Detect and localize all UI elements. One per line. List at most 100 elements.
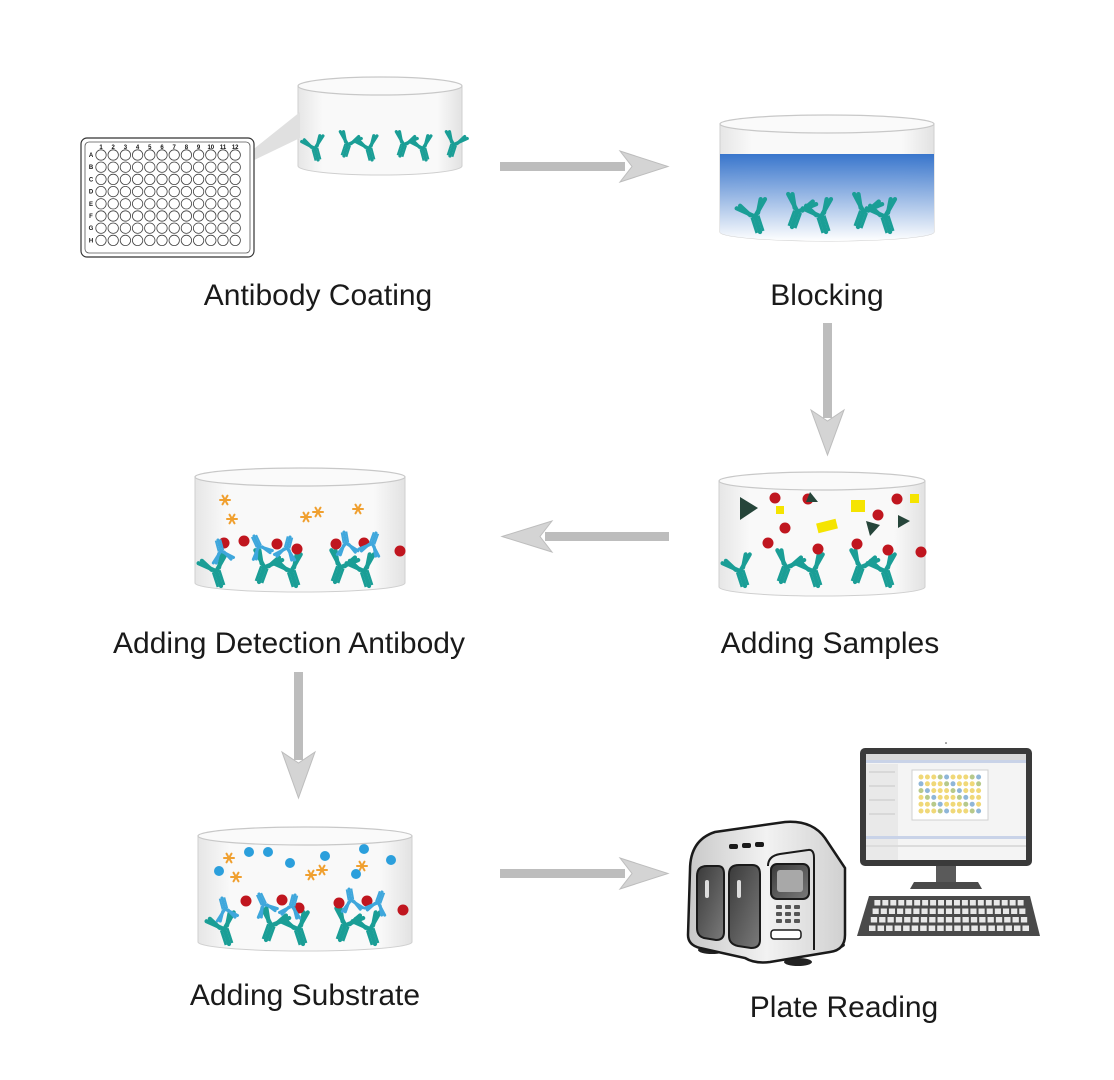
- keyboard-key: [1011, 908, 1018, 914]
- monitor-well: [963, 794, 969, 800]
- enzyme-label: [305, 869, 317, 881]
- well-blocking: [719, 114, 935, 242]
- monitor-well: [918, 808, 924, 814]
- keyboard-key: [1013, 925, 1021, 931]
- microplate-well: [144, 210, 156, 222]
- microplate-well: [95, 198, 107, 210]
- microplate-row-label: F: [89, 214, 93, 220]
- microplate-well: [217, 186, 229, 198]
- antibody-icon: [720, 552, 752, 589]
- keyboard-key: [945, 917, 953, 923]
- microplate-well: [229, 186, 241, 198]
- keyboard-key: [938, 900, 945, 906]
- microplate-well: [132, 173, 144, 185]
- monitor-well: [976, 808, 982, 814]
- monitor-well: [931, 781, 937, 787]
- substrate: [244, 847, 254, 857]
- keyboard-key: [887, 917, 894, 923]
- keyboard-key: [930, 900, 937, 906]
- microplate-well: [217, 173, 229, 185]
- monitor-well: [924, 781, 930, 787]
- keyboard-icon: [857, 896, 1040, 936]
- keyboard-key: [993, 900, 1000, 906]
- antigen: [240, 895, 252, 907]
- arrow-icon: [500, 857, 670, 890]
- keyboard-key: [877, 925, 885, 931]
- keyboard-key: [937, 908, 944, 914]
- microplate-row-label: A: [89, 153, 94, 159]
- well-adding-samples: [718, 471, 927, 597]
- microplate-well: [132, 161, 144, 173]
- microplate-well: [144, 198, 156, 210]
- microplate-well: [217, 161, 229, 173]
- monitor-well: [963, 788, 969, 794]
- substrate: [320, 851, 330, 861]
- keyboard-key: [986, 908, 993, 914]
- keyboard-key: [1012, 917, 1019, 923]
- microplate-well: [107, 149, 119, 161]
- antigen: [872, 509, 884, 521]
- substrate: [386, 855, 396, 865]
- microplate-column-label: 6: [160, 145, 164, 151]
- keyboard-key: [1004, 917, 1011, 923]
- substrate: [351, 869, 361, 879]
- antigen: [238, 535, 250, 547]
- antibody-icon: [300, 134, 325, 162]
- keyboard-key: [929, 917, 936, 923]
- keyboard-key: [922, 900, 929, 906]
- antibody-icon: [196, 552, 228, 589]
- antibody-icon: [793, 552, 825, 589]
- keyboard-key: [905, 908, 912, 914]
- microplate-column-label: 9: [197, 145, 201, 151]
- keyboard-key: [1009, 900, 1016, 906]
- monitor-well: [950, 781, 956, 787]
- step-label-adding-samples: Adding Samples: [720, 627, 940, 660]
- microplate-well: [144, 149, 156, 161]
- microplate-well: [205, 161, 217, 173]
- monitor-well: [976, 794, 982, 800]
- arrow-icon: [500, 520, 669, 553]
- monitor-well: [950, 794, 956, 800]
- microplate-column-label: 7: [173, 145, 177, 151]
- antibody-icon: [786, 191, 819, 230]
- monitor-well: [931, 788, 937, 794]
- microplate-well: [132, 186, 144, 198]
- detection-antibody: [363, 890, 387, 917]
- keyboard-key: [1022, 925, 1029, 931]
- monitor-well: [937, 774, 943, 780]
- monitor-well: [950, 774, 956, 780]
- monitor-well: [944, 801, 950, 807]
- keyboard-key: [961, 900, 968, 906]
- keyboard-key: [1017, 900, 1024, 906]
- monitor-well: [918, 774, 924, 780]
- microplate-well: [229, 210, 241, 222]
- antigen: [891, 493, 903, 505]
- microplate-well: [95, 222, 107, 234]
- keyboard-key: [897, 908, 904, 914]
- microplate-well: [156, 173, 168, 185]
- microplate-well: [119, 149, 132, 161]
- monitor-well: [963, 781, 969, 787]
- monitor-well: [950, 788, 956, 794]
- keyboard-key: [1020, 917, 1028, 923]
- microplate-well: [144, 234, 156, 246]
- keyboard-key: [977, 900, 984, 906]
- antigen: [271, 538, 283, 550]
- microplate-well: [107, 210, 119, 222]
- microplate-well: [95, 173, 107, 185]
- keyboard-key: [869, 925, 876, 931]
- microplate-well: [205, 186, 217, 198]
- monitor-well: [937, 801, 943, 807]
- microplate-well: [132, 149, 144, 161]
- step-label-plate-reading: Plate Reading: [749, 991, 939, 1024]
- keyboard-key: [1001, 900, 1008, 906]
- keypad-button: [794, 919, 800, 923]
- monitor-well: [918, 794, 924, 800]
- microplate-well: [180, 186, 192, 198]
- step-label-adding-detection-antibody: Adding Detection Antibody: [113, 627, 465, 660]
- substrate: [359, 844, 369, 854]
- microplate-well: [180, 161, 192, 173]
- arrow-icon: [810, 323, 845, 457]
